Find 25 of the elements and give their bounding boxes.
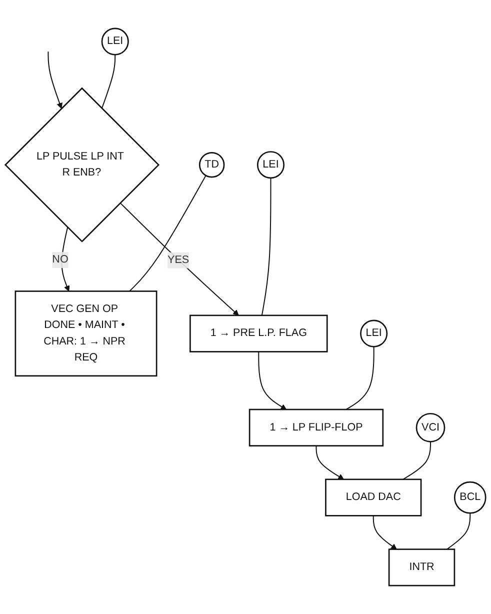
node-box: 1 → LP FLIP-FLOP: [248, 408, 384, 446]
node-circle: TD: [198, 152, 225, 178]
edge-label: NO: [52, 254, 68, 266]
arrow: [120, 202, 239, 316]
arrow: [372, 516, 397, 550]
connector: [446, 513, 471, 550]
arrow: [258, 352, 287, 410]
node-box: INTR: [388, 548, 456, 586]
node-circle: LEI: [256, 151, 285, 179]
node-circle: VCI: [416, 412, 446, 442]
arrow: [48, 52, 62, 109]
node-box: 1 → PRE L.P. FLAG: [190, 314, 328, 352]
node-box: LOAD DAC: [325, 478, 422, 516]
node-circle: LEI: [101, 28, 129, 56]
edge-label: YES: [168, 254, 190, 266]
node-circle: LEI: [360, 320, 388, 348]
connector: [402, 442, 432, 480]
connector: [346, 346, 374, 410]
node-diamond: LP PULSE LP INT R ENB?: [4, 87, 160, 242]
arrow: [316, 446, 344, 480]
connector: [129, 175, 206, 292]
connector: [261, 178, 272, 316]
node-circle: BCL: [454, 481, 486, 514]
node-box: VEC GEN OP DONE • MAINT • CHAR: 1 → NPR REQ: [14, 290, 158, 377]
connector: [101, 54, 116, 109]
